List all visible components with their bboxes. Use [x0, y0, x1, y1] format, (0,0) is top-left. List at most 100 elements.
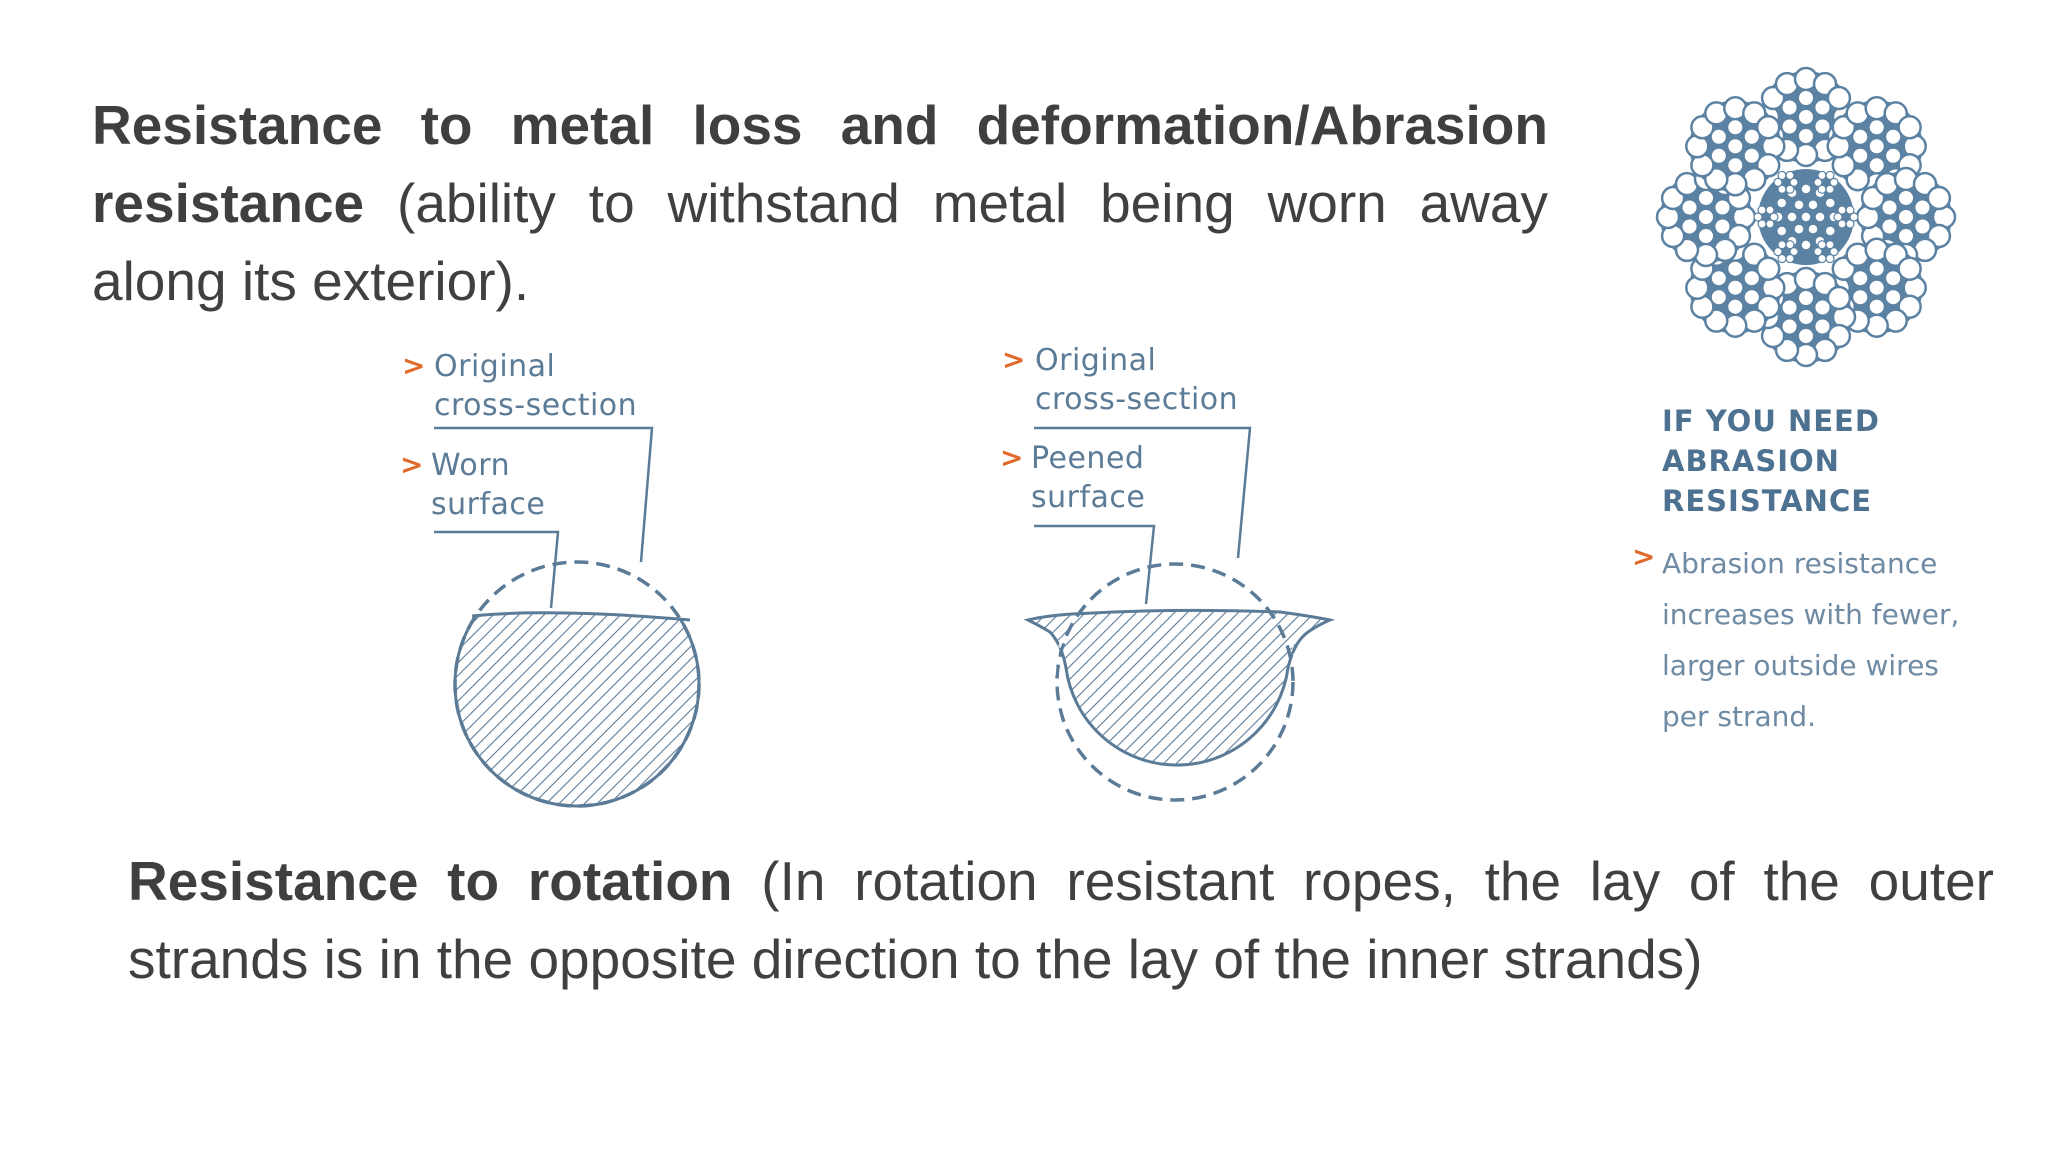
inner-wire: [1867, 259, 1886, 278]
sidebar-heading-line: IF YOU NEED: [1662, 404, 1880, 438]
core-wire: [1837, 205, 1847, 215]
core-wire: [1773, 177, 1783, 187]
core-wire: [1845, 205, 1855, 215]
worn-surface-label: Worn surface: [431, 448, 546, 522]
core-wire: [1773, 247, 1783, 257]
core-wire: [1800, 183, 1812, 195]
inner-wire: [1709, 269, 1728, 288]
core-wire: [1785, 253, 1795, 264]
core-wire: [1777, 170, 1787, 181]
core-wire: [1814, 211, 1826, 223]
inner-wire: [1726, 156, 1745, 175]
inner-wire: [1797, 327, 1815, 345]
inner-wire: [1913, 217, 1932, 236]
inner-wire: [1897, 227, 1915, 245]
core-wire: [1829, 247, 1839, 257]
core-wire: [1825, 253, 1835, 264]
core-wire: [1777, 184, 1787, 194]
peened-original-label: Original cross-section: [1035, 343, 1239, 417]
core-wire: [1793, 199, 1805, 211]
center-wire: [1697, 208, 1715, 226]
inner-wire: [1851, 269, 1870, 288]
core-wire: [1777, 240, 1787, 250]
inner-wire: [1709, 127, 1728, 146]
core-wire: [1813, 247, 1823, 257]
inner-wire: [1726, 297, 1745, 316]
inner-wire: [1884, 288, 1903, 307]
core-wire: [1807, 223, 1819, 235]
worn-cross-section-drawing: [434, 426, 701, 808]
inner-wire: [1851, 288, 1870, 307]
inner-wire: [1897, 189, 1915, 207]
inner-wire: [1884, 146, 1903, 165]
inner-wire: [1709, 146, 1728, 165]
rotation-resistance-paragraph: Resistance to rotation (In rotation resi…: [128, 842, 1994, 998]
inner-wire: [1813, 98, 1832, 117]
abrasion-sidebar-heading: IF YOU NEED ABRASION RESISTANCE: [1662, 401, 1880, 521]
core-wire: [1785, 240, 1795, 250]
rotation-resistance-heading: Resistance to rotation: [128, 850, 733, 912]
sidebar-heading-line: RESISTANCE: [1662, 484, 1873, 518]
inner-wire: [1913, 198, 1932, 217]
core-wire: [1817, 184, 1827, 194]
core-wire: [1829, 177, 1839, 187]
center-wire: [1867, 137, 1886, 156]
peened-cross-section-drawing: [1023, 426, 1336, 802]
orange-arrow-icon: >: [1632, 540, 1656, 573]
abrasion-sidebar-text: Abrasion resistance increases with fewer…: [1662, 538, 1992, 742]
sidebar-body-line: increases with fewer,: [1662, 598, 1960, 631]
inner-wire: [1867, 297, 1886, 316]
inner-wire: [1742, 127, 1761, 146]
worn-original-label: Original cross-section: [434, 349, 638, 423]
center-wire: [1726, 278, 1745, 297]
outer-wire: [1826, 85, 1852, 111]
inner-wire: [1813, 317, 1832, 336]
center-wire: [1797, 308, 1815, 326]
core-wire: [1776, 197, 1788, 209]
core-wire: [1824, 225, 1836, 237]
core-wire: [1789, 247, 1799, 257]
peened-surface-label: Peened surface: [1031, 441, 1146, 515]
rotation-resistance-description: (In rotation resistant ropes, the lay of…: [128, 850, 1994, 990]
center-wire: [1897, 208, 1915, 226]
inner-wire: [1697, 189, 1715, 207]
core-wire: [1845, 219, 1855, 229]
center-wire: [1797, 108, 1815, 126]
inner-wire: [1780, 117, 1799, 136]
outer-wire: [1897, 115, 1922, 140]
inner-wire: [1780, 98, 1799, 117]
orange-arrow-icon: >: [400, 448, 424, 481]
core-wire: [1817, 170, 1827, 181]
inner-wire: [1680, 217, 1699, 236]
outer-wire: [1897, 256, 1922, 281]
core-wire: [1765, 205, 1775, 215]
center-wire: [1726, 137, 1745, 156]
sidebar-body-line: per strand.: [1662, 700, 1817, 733]
inner-wire: [1726, 118, 1745, 137]
core-wire: [1817, 253, 1827, 264]
core-wire: [1785, 184, 1795, 194]
inner-wire: [1797, 89, 1815, 107]
outer-wire: [1755, 115, 1781, 140]
outer-wire: [1826, 285, 1852, 311]
center-wire: [1867, 278, 1886, 297]
inner-wire: [1813, 117, 1832, 136]
sidebar-body-line: larger outside wires: [1662, 649, 1939, 682]
core-wire: [1753, 212, 1763, 222]
core-wire: [1813, 177, 1823, 187]
sidebar-body-line: Abrasion resistance: [1662, 547, 1938, 580]
outer-wire: [1755, 256, 1781, 281]
core-wire: [1824, 197, 1836, 209]
inner-wire: [1867, 156, 1886, 175]
orange-arrow-icon: >: [1000, 441, 1024, 474]
core-wire: [1825, 170, 1835, 181]
inner-wire: [1709, 288, 1728, 307]
core-wire: [1776, 225, 1788, 237]
inner-wire: [1742, 269, 1761, 288]
inner-wire: [1726, 259, 1745, 278]
orange-arrow-icon: >: [402, 349, 426, 382]
sidebar-heading-line: ABRASION: [1662, 444, 1840, 478]
inner-wire: [1884, 269, 1903, 288]
core-wire: [1757, 205, 1767, 215]
core-wire: [1825, 184, 1835, 194]
